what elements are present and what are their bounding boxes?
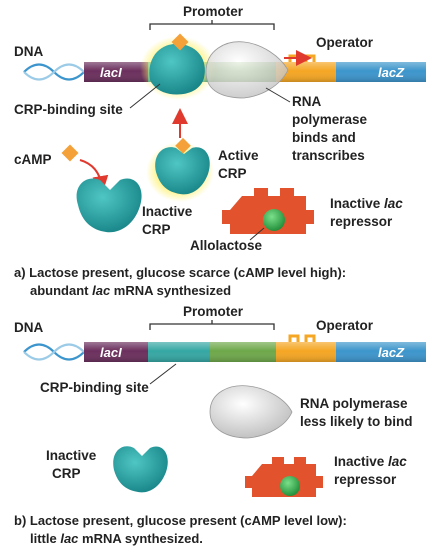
active-crp-camp xyxy=(175,137,191,154)
active-crp-line-1: Active xyxy=(218,148,259,163)
repressor-label-line-2: repressor xyxy=(334,472,397,487)
allolactose-pointer xyxy=(249,227,265,241)
dna-tube-shading xyxy=(84,342,426,362)
inactive-crp-line-2: CRP xyxy=(52,466,81,481)
caption-b-line-1: b) Lactose present, glucose present (cAM… xyxy=(14,513,347,528)
panel-b: DNA lacI lacZ Promoter Operator CRP-bind… xyxy=(14,304,426,546)
inactive-crp-line-2: CRP xyxy=(142,222,171,237)
dna-label: DNA xyxy=(14,320,43,335)
camp-label: cAMP xyxy=(14,152,52,167)
dna-label: DNA xyxy=(14,44,43,59)
panel-a: DNA lacI lacZ Promoter Operator CRP-bind… xyxy=(14,4,426,298)
allolactose-molecule xyxy=(280,476,300,496)
rnap-label-line-2: less likely to bind xyxy=(300,414,413,429)
repressor-label-line-1: Inactive lac xyxy=(334,454,407,469)
promoter-bracket xyxy=(149,320,275,330)
rnap-label-line-3: binds and xyxy=(292,130,356,145)
caption-a-line-1: a) Lactose present, glucose scarce (cAMP… xyxy=(14,265,346,280)
crp-site-pointer xyxy=(129,83,161,109)
inactive-crp-line-1: Inactive xyxy=(142,204,193,219)
inactive-crp-protein xyxy=(113,446,168,493)
rnap-label-line-2: polymerase xyxy=(292,112,368,127)
inactive-crp-line-1: Inactive xyxy=(46,448,97,463)
dna-helix xyxy=(23,63,85,81)
promoter-label: Promoter xyxy=(183,4,244,19)
laci-label: lacI xyxy=(100,65,122,80)
bound-crp-protein xyxy=(149,43,205,95)
promoter-bracket xyxy=(149,20,275,30)
rnap-pointer xyxy=(265,87,291,103)
lac-repressor xyxy=(245,457,323,497)
dna-helix xyxy=(23,343,85,361)
rna-polymerase xyxy=(205,41,289,99)
inactive-crp-protein xyxy=(76,178,142,233)
operator-label: Operator xyxy=(316,35,374,50)
rnap-label-line-1: RNA xyxy=(292,94,321,109)
allolactose-label: Allolactose xyxy=(190,238,263,253)
rnap-label-line-1: RNA polymerase xyxy=(300,396,408,411)
caption-a-line-2: abundant lac mRNA synthesized xyxy=(30,283,231,298)
crp-binding-site-label: CRP-binding site xyxy=(14,102,123,117)
lacz-label: lacZ xyxy=(378,345,405,360)
repressor-label-line-1: Inactive lac xyxy=(330,196,403,211)
rna-polymerase xyxy=(209,385,293,439)
caption-b-line-2: little lac mRNA synthesized. xyxy=(30,531,203,546)
lacz-label: lacZ xyxy=(378,65,405,80)
camp-molecule xyxy=(61,144,79,162)
operator-notches xyxy=(288,334,316,342)
active-crp-protein xyxy=(155,147,210,195)
laci-label: lacI xyxy=(100,345,122,360)
repressor-label-line-2: repressor xyxy=(330,214,393,229)
crp-site-pointer xyxy=(149,363,177,385)
rnap-label-line-4: transcribes xyxy=(292,148,365,163)
operator-label: Operator xyxy=(316,318,374,333)
active-crp-line-2: CRP xyxy=(218,166,247,181)
allolactose-molecule xyxy=(263,209,285,231)
promoter-label: Promoter xyxy=(183,304,244,319)
crp-binding-site-label: CRP-binding site xyxy=(40,380,149,395)
